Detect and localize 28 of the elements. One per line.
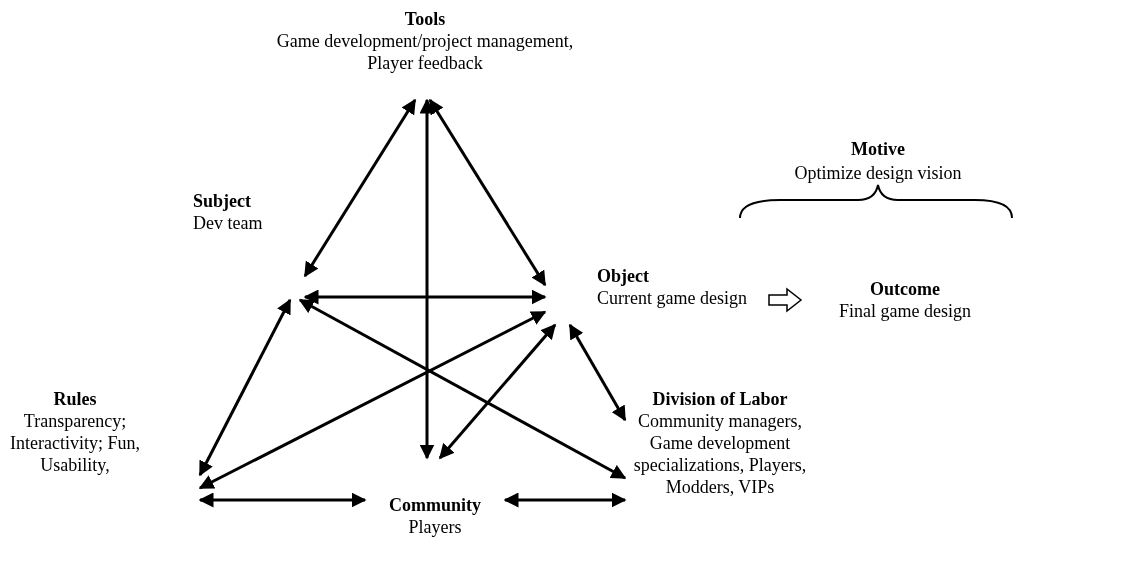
double-arrow xyxy=(568,323,627,422)
node-text: Players xyxy=(407,516,463,538)
node-text: Dev team xyxy=(193,212,264,234)
label-text: Optimize design vision xyxy=(794,162,962,184)
double-arrow xyxy=(298,298,627,480)
double-arrow xyxy=(303,289,547,305)
double-arrow xyxy=(428,98,547,287)
double-arrow xyxy=(419,98,435,460)
node-heading: Division of Labor xyxy=(651,388,789,410)
node-heading: Tools xyxy=(403,8,447,30)
double-arrow xyxy=(198,492,367,508)
label-heading: Motive xyxy=(851,138,905,160)
node-heading: Subject xyxy=(193,190,252,212)
node-heading: Object xyxy=(597,265,650,287)
double-arrow xyxy=(198,310,547,490)
node-text: Final game design xyxy=(838,300,972,322)
double-arrow xyxy=(303,98,417,278)
node-heading: Outcome xyxy=(869,278,941,300)
double-arrow xyxy=(198,298,292,477)
node-heading: Rules xyxy=(52,388,98,410)
node-text: Current game design xyxy=(597,287,748,309)
node-text: Community managers, Game development specializations, Players, Modders, VIPs xyxy=(632,410,808,498)
double-arrow xyxy=(438,323,557,460)
node-text: Game development/project management, Player feedback xyxy=(275,30,575,74)
node-text: Transparency; Interactivity; Fun, Usability, xyxy=(9,410,141,476)
double-arrow xyxy=(503,492,627,508)
node-heading: Community xyxy=(388,494,482,516)
block-arrow xyxy=(768,287,803,313)
